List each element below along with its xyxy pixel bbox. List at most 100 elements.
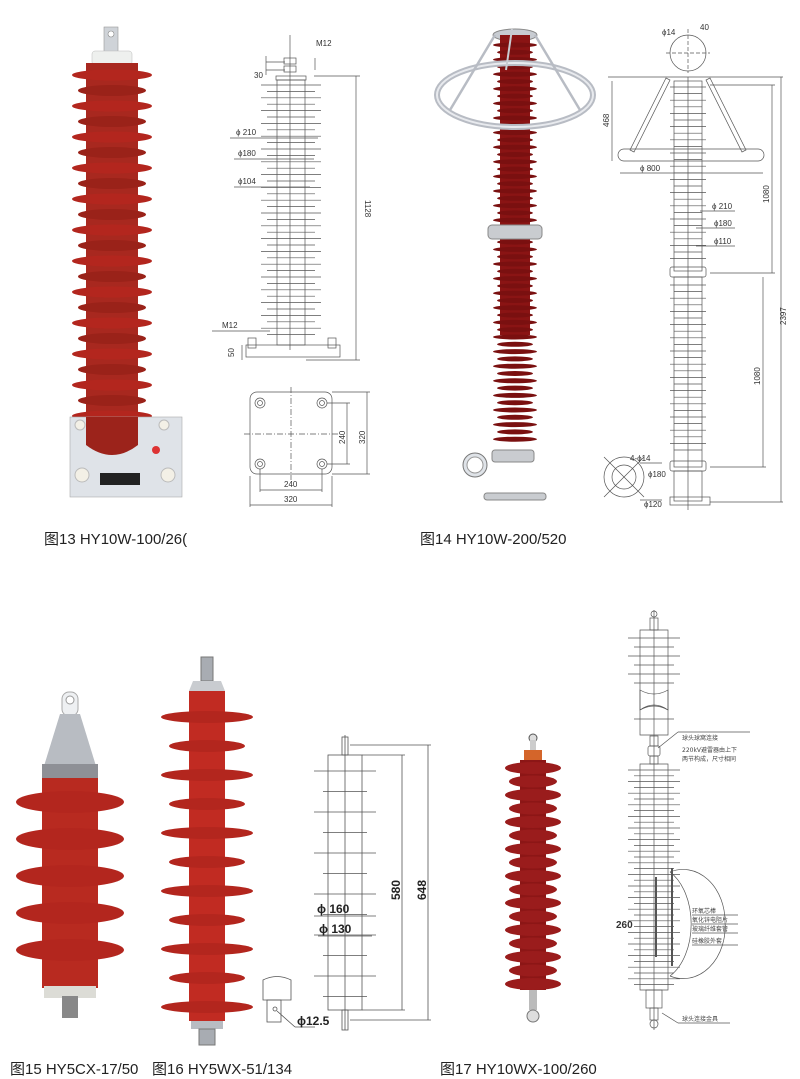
fig14-caption: 图14 HY10W-200/520	[420, 531, 567, 548]
shed	[497, 166, 533, 172]
shed	[505, 951, 561, 963]
shed	[497, 371, 533, 376]
shed	[497, 268, 533, 274]
shed	[497, 356, 533, 362]
shed	[505, 789, 561, 801]
dim-phi110: ϕ110	[714, 237, 732, 246]
shed	[509, 802, 557, 815]
shed	[497, 49, 533, 55]
dim-580: 580	[389, 880, 403, 900]
shed	[497, 181, 533, 187]
shed	[16, 791, 124, 813]
dim-1080-top: 1080	[762, 185, 771, 203]
shed	[497, 312, 533, 318]
shed	[497, 327, 533, 333]
shed	[16, 939, 124, 961]
shed	[497, 385, 533, 391]
shed	[78, 333, 146, 344]
shed	[169, 740, 245, 752]
dim-plate-320-v: 320	[358, 430, 367, 444]
dim-phi12-5: ϕ12.5	[297, 1014, 330, 1028]
shed	[497, 400, 533, 406]
shed	[493, 203, 537, 209]
fig13-photo	[69, 26, 183, 498]
dim-phi130: ϕ 130	[319, 922, 352, 936]
shed	[72, 348, 152, 360]
dim-phi104: ϕ104	[238, 177, 256, 186]
shed	[16, 902, 124, 924]
shed	[509, 856, 557, 869]
shed	[72, 193, 152, 205]
label-zno-resistor: 氧化锌电阻片	[692, 916, 728, 924]
shed	[72, 379, 152, 391]
shed	[72, 286, 152, 298]
shed	[72, 255, 152, 267]
shed	[497, 341, 533, 347]
shed	[497, 137, 533, 143]
shed	[505, 924, 561, 936]
shed	[169, 856, 245, 868]
shed	[493, 378, 537, 384]
shed	[72, 100, 152, 112]
shed	[161, 711, 253, 723]
shed	[72, 317, 152, 329]
dim-phi180: ϕ180	[238, 149, 256, 158]
shed	[509, 937, 557, 950]
shed	[493, 159, 537, 165]
dim-plate-240-v: 240	[338, 430, 347, 444]
shed	[493, 319, 537, 325]
shed	[493, 436, 537, 442]
dim-1128: 1128	[363, 200, 372, 218]
shed	[78, 209, 146, 220]
shed	[493, 261, 537, 267]
shed	[169, 798, 245, 810]
shed	[509, 883, 557, 896]
shed	[497, 283, 533, 289]
shed	[493, 144, 537, 150]
shed	[505, 816, 561, 828]
shed	[497, 254, 533, 260]
fig17-caption: 图17 HY10WX-100/260	[440, 1061, 597, 1078]
shed	[78, 302, 146, 313]
shed	[78, 147, 146, 158]
label-ball-joint: 球头球窝连接	[682, 734, 718, 742]
shed	[78, 395, 146, 406]
shed	[78, 364, 146, 375]
dim-648: 648	[415, 880, 429, 900]
label-fiber-tube: 玻璃纤维套管	[692, 925, 728, 933]
shed	[493, 305, 537, 311]
dim-1080-bottom: 1080	[753, 367, 762, 385]
shed	[509, 964, 557, 977]
shed	[493, 349, 537, 355]
shed	[78, 240, 146, 251]
dim-phi210: ϕ 210	[236, 128, 257, 137]
shed	[509, 829, 557, 842]
shed	[169, 914, 245, 926]
shed	[493, 86, 537, 92]
dim-holes: 4-ϕ14	[630, 454, 651, 463]
shed	[493, 217, 537, 223]
shed	[493, 392, 537, 398]
shed	[497, 195, 533, 201]
shed	[78, 271, 146, 282]
shed	[493, 407, 537, 413]
shed	[493, 42, 537, 48]
fig14-drawing: ϕ14 40 468 ϕ 800 ϕ 210 ϕ180 ϕ110 1080 23…	[602, 23, 788, 510]
fig13-caption: 图13 HY10W-100/26(	[44, 531, 188, 548]
dim-phi160: ϕ 160	[317, 902, 350, 916]
shed	[493, 173, 537, 179]
fig16-photo	[161, 656, 253, 1046]
dim-phi14: ϕ14	[662, 28, 676, 37]
shed	[493, 422, 537, 428]
shed	[161, 1001, 253, 1013]
fig15-caption: 图15 HY5CX-17/50	[10, 1061, 139, 1078]
shed	[497, 239, 533, 245]
shed	[161, 769, 253, 781]
dim-phi210: ϕ 210	[712, 202, 733, 211]
shed	[493, 334, 537, 340]
shed	[161, 885, 253, 897]
dim-260: 260	[616, 920, 633, 931]
shed	[509, 910, 557, 923]
fig14-photo	[434, 28, 596, 501]
dim-phi800: ϕ 800	[640, 164, 661, 173]
